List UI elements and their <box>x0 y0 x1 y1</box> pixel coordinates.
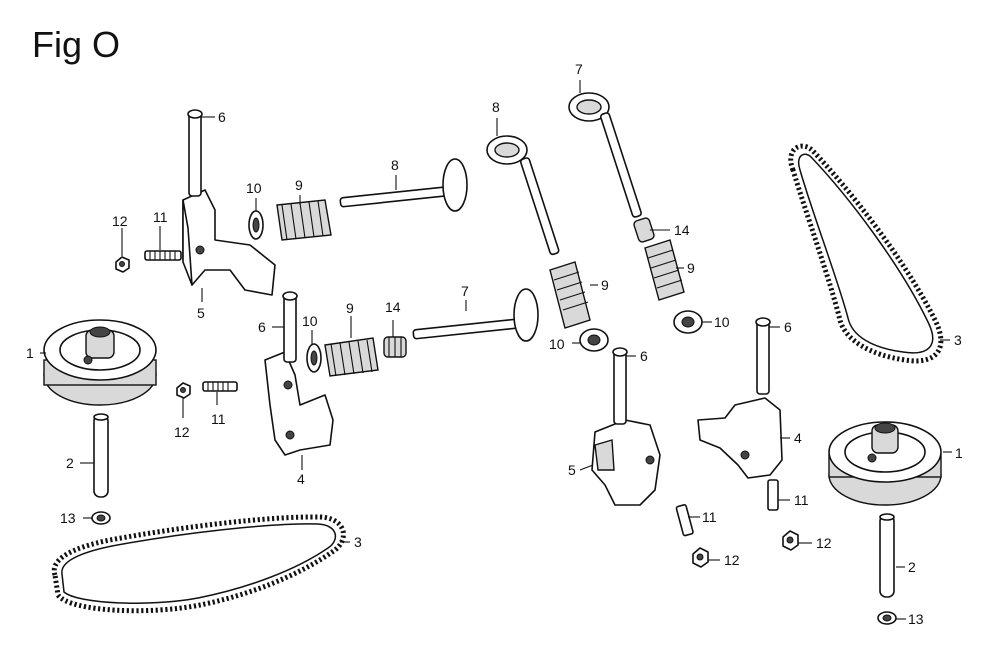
bolt-upper-left <box>187 109 203 197</box>
valve-spring-a <box>276 199 332 241</box>
valve-collar-b <box>306 343 322 373</box>
callout-7-top: 7 <box>575 61 583 77</box>
callout-5-right: 5 <box>568 462 576 478</box>
callout-2-left: 2 <box>66 455 74 471</box>
nut-lower-left <box>176 382 191 399</box>
bolt-mid-left <box>282 291 298 363</box>
callout-3-right: 3 <box>954 332 962 348</box>
callout-11-c: 11 <box>702 509 717 525</box>
callout-5-left: 5 <box>197 305 205 321</box>
callout-1-left: 1 <box>26 345 34 361</box>
callout-6-top-left: 6 <box>218 109 226 125</box>
adjuster-screw-right <box>767 479 779 511</box>
callout-11-d: 11 <box>794 492 809 508</box>
callout-12-c: 12 <box>724 552 740 568</box>
pin-left <box>93 413 109 498</box>
valve-seal-b <box>633 217 655 243</box>
callout-8-top: 8 <box>492 99 500 115</box>
callout-4-right: 4 <box>794 430 802 446</box>
callout-13-right: 13 <box>908 611 924 627</box>
callout-7-mid: 7 <box>461 283 469 299</box>
callout-2-right: 2 <box>908 559 916 575</box>
callout-14-a: 14 <box>385 299 401 315</box>
cam-pulley-right <box>828 421 942 506</box>
figure-title: Fig O <box>32 24 121 65</box>
valve-spring-b <box>324 337 379 377</box>
callout-6-mid-left: 6 <box>258 319 266 335</box>
washer-left <box>91 511 111 525</box>
valve-collar-d <box>673 310 703 334</box>
callout-9-a: 9 <box>295 177 303 193</box>
callout-6-mid-right: 6 <box>640 348 648 364</box>
nut-center-right <box>692 547 709 568</box>
callout-10-d: 10 <box>714 314 730 330</box>
adjuster-screw-upper-left <box>144 250 182 261</box>
callout-9-d: 9 <box>687 260 695 276</box>
callout-9-b: 9 <box>346 300 354 316</box>
adjuster-screw-center-right <box>675 504 694 537</box>
callout-12-b: 12 <box>174 424 190 440</box>
timing-belt-left <box>51 514 346 614</box>
callout-numbers: 1 1 2 2 3 3 4 4 5 5 6 6 6 6 7 7 8 8 9 9 … <box>26 61 963 627</box>
callout-14-b: 14 <box>674 222 690 238</box>
callout-10-b: 10 <box>302 313 318 329</box>
bolt-mid-right <box>612 347 628 425</box>
bolt-right <box>755 317 771 395</box>
valve-collar-c <box>579 328 609 352</box>
callout-10-a: 10 <box>246 180 262 196</box>
callout-11-b: 11 <box>211 411 226 427</box>
valve-spring-d <box>644 239 685 301</box>
rocker-arm-upper-left <box>182 189 276 296</box>
leader-lines <box>40 80 952 620</box>
valve-collar-a <box>248 210 264 240</box>
nut-upper-left <box>115 256 130 273</box>
washer-right <box>877 611 897 625</box>
callout-8-mid: 8 <box>391 157 399 173</box>
rocker-arm-right <box>697 397 783 479</box>
valve-spring-c <box>549 261 591 329</box>
rocker-arm-lower-left <box>264 351 334 456</box>
callout-11-a: 11 <box>153 209 168 225</box>
valve-seal-a <box>383 336 407 358</box>
callout-1-right: 1 <box>955 445 963 461</box>
callout-6-right: 6 <box>784 319 792 335</box>
callout-3-left: 3 <box>354 534 362 550</box>
callout-9-c: 9 <box>601 277 609 293</box>
pin-right <box>879 513 895 598</box>
nut-right <box>782 530 799 551</box>
valve-d <box>568 92 642 218</box>
timing-belt-right <box>788 143 944 364</box>
adjuster-screw-lower-left <box>202 381 238 392</box>
callout-13-left: 13 <box>60 510 76 526</box>
callout-10-c: 10 <box>549 336 565 352</box>
valve-b <box>412 288 539 342</box>
callout-12-d: 12 <box>816 535 832 551</box>
callout-12-a: 12 <box>112 213 128 229</box>
valve-a <box>339 158 468 212</box>
rocker-arm-center-right <box>591 419 661 506</box>
valve-c <box>486 135 560 256</box>
callout-4-left: 4 <box>297 471 305 487</box>
cam-pulley-left <box>43 319 157 406</box>
